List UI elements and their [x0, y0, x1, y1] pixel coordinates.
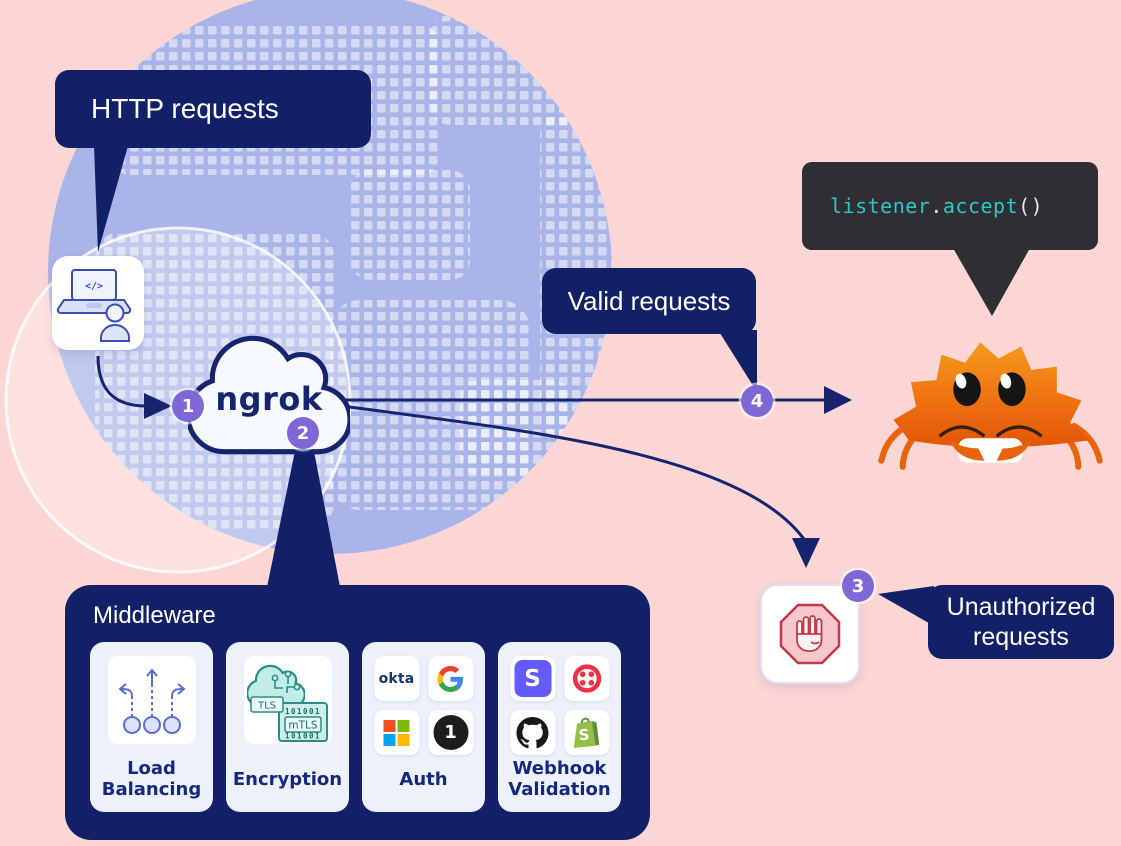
valid-requests-label: Valid requests	[567, 285, 731, 316]
code-dot: .	[930, 194, 943, 218]
binary-row-top: 101001	[284, 707, 320, 716]
crab-claw-outlines	[938, 425, 1043, 438]
step-badge-1: 1	[172, 390, 204, 422]
middleware-card-webhook-validation: S	[498, 642, 621, 812]
encryption-iconbox: 101001 mTLS 101001 TLS	[243, 656, 332, 744]
http-bubble-tail	[94, 146, 128, 252]
code-parens: ()	[1018, 194, 1044, 218]
okta-logo: okta	[374, 656, 419, 701]
load-balancing-label: Load Balancing	[101, 758, 202, 800]
webhook-validation-label: Webhook Validation	[508, 758, 611, 800]
valid-requests-bubble: Valid requests	[542, 268, 756, 334]
middleware-cards: Load Balancing	[90, 642, 621, 812]
okta-wordmark: okta	[378, 670, 415, 687]
arrow-laptop-to-cloud	[96, 355, 147, 408]
valid-bubble-tail	[718, 330, 757, 392]
middleware-card-auth: okta	[362, 642, 485, 812]
middleware-card-encryption: 101001 mTLS 101001 TLS Encryption	[226, 642, 349, 812]
crab-eyes	[953, 372, 1026, 407]
webhook-provider-tiles: S	[510, 656, 609, 755]
shopify-icon: S	[564, 710, 609, 755]
load-balancing-icon	[117, 668, 186, 734]
auth-label: Auth	[399, 768, 448, 790]
code-bubble-tail	[953, 248, 1030, 316]
step-badge-3: 3	[842, 570, 874, 602]
microsoft-icon	[374, 710, 419, 755]
middleware-tail	[266, 446, 341, 592]
binary-row-bottom: 101001	[284, 732, 320, 741]
crab-shell	[893, 342, 1090, 448]
unauthorized-label-line1: Unauthorized	[946, 593, 1096, 621]
middleware-card-load-balancing: Load Balancing	[90, 642, 213, 812]
step-badge-4: 4	[741, 385, 773, 417]
step-badge-4-number: 4	[750, 390, 764, 412]
unauthorized-stop-card	[760, 584, 860, 684]
step-badge-2: 2	[287, 417, 319, 449]
middleware-panel: Middleware	[65, 585, 650, 840]
laptop-screen-code: </>	[85, 281, 103, 292]
http-requests-bubble: HTTP requests	[55, 70, 371, 148]
github-icon	[510, 710, 555, 755]
mtls-label: mTLS	[288, 720, 317, 732]
stop-hand-icon	[779, 603, 841, 665]
twilio-icon	[564, 656, 609, 701]
load-balancing-iconbox	[107, 656, 196, 744]
developer-laptop-card: </>	[52, 256, 144, 350]
unauthorized-bubble-tail	[878, 586, 934, 626]
arrow-cloud-to-stop	[341, 404, 808, 543]
stop-hand	[796, 615, 823, 652]
unauthorized-requests-bubble: Unauthorized requests	[928, 585, 1114, 659]
tls-label: TLS	[256, 701, 275, 712]
code-object: listener	[830, 194, 931, 218]
bubble-tails	[94, 146, 934, 626]
step-badge-2-number: 2	[296, 422, 310, 444]
http-requests-label: HTTP requests	[91, 93, 279, 124]
google-icon	[428, 656, 473, 701]
stripe-icon: S	[510, 656, 555, 701]
crab-pincers	[949, 440, 1032, 461]
code-method: accept	[942, 194, 1019, 218]
shopify-letter: S	[578, 726, 590, 744]
unauthorized-label-line2: requests	[973, 623, 1069, 651]
onepassword-icon: 1	[428, 710, 473, 755]
developer-laptop-icon: </>	[56, 269, 132, 342]
ngrok-cloud: ngrok	[185, 330, 353, 462]
ngrok-wordmark: ngrok	[215, 380, 323, 418]
step-badge-1-number: 1	[181, 395, 195, 417]
onepassword-digit: 1	[444, 722, 457, 743]
circuit-nodes	[271, 670, 300, 693]
ferris-rust-crab-icon	[878, 342, 1103, 470]
encryption-icon: 101001 mTLS 101001 TLS	[246, 664, 328, 742]
step-badge-3-number: 3	[851, 575, 865, 597]
code-snippet-bubble: listener.accept()	[802, 162, 1098, 250]
stripe-letter: S	[524, 665, 541, 692]
encryption-label: Encryption	[232, 768, 343, 790]
arrowheads	[144, 386, 852, 568]
middleware-title: Middleware	[93, 602, 216, 629]
auth-provider-tiles: okta	[374, 656, 473, 755]
